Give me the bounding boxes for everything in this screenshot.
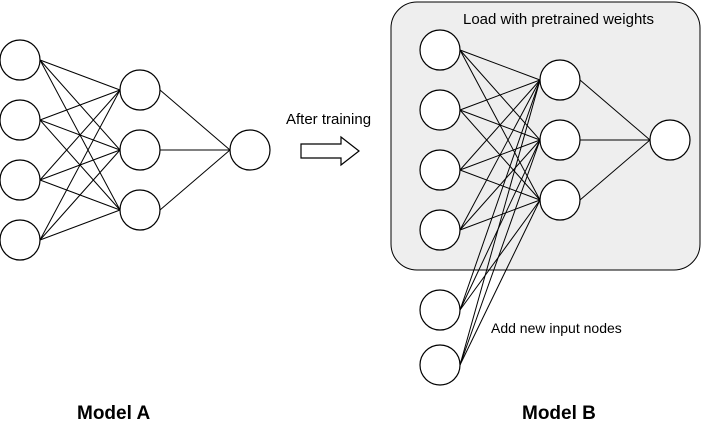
model-b-hidden-output-edge-2-0 bbox=[579, 139, 651, 201]
model-a-output-node bbox=[229, 129, 271, 171]
model-b-new-input-hidden-edge-1-2 bbox=[459, 199, 541, 366]
model-b-input-hidden-edge-3-0 bbox=[459, 79, 541, 231]
model-b-input-node bbox=[419, 29, 461, 71]
model-a-input-hidden-edge-1-0 bbox=[39, 89, 121, 121]
model-b-input-node bbox=[419, 149, 461, 191]
nodes-layer bbox=[0, 29, 691, 386]
edges-layer bbox=[39, 49, 651, 366]
model-a-input-node bbox=[0, 159, 41, 201]
model-b-input-hidden-edge-1-0 bbox=[459, 79, 541, 111]
model-b-new-input-hidden-edge-1-1 bbox=[459, 139, 541, 366]
model-b-hidden-node bbox=[539, 179, 581, 221]
model-a-title: Model A bbox=[77, 403, 150, 424]
model-a-input-hidden-edge-0-0 bbox=[39, 59, 121, 91]
model-b-input-hidden-edge-3-2 bbox=[459, 199, 541, 231]
model-a-input-node bbox=[0, 99, 41, 141]
new-input-nodes-label: Add new input nodes bbox=[491, 320, 622, 336]
model-b-input-node bbox=[419, 209, 461, 251]
model-b-input-hidden-edge-2-0 bbox=[459, 79, 541, 171]
model-a-hidden-node bbox=[119, 129, 161, 171]
model-a-hidden-node bbox=[119, 69, 161, 111]
model-b-hidden-node bbox=[539, 59, 581, 101]
model-b-new-input-hidden-edge-0-1 bbox=[459, 139, 541, 311]
model-a-input-hidden-edge-3-1 bbox=[39, 149, 121, 241]
model-b-new-input-node bbox=[419, 289, 461, 331]
model-b-new-input-node bbox=[419, 344, 461, 386]
right-arrow-icon bbox=[300, 135, 360, 167]
model-b-hidden-node bbox=[539, 119, 581, 161]
model-b-input-node bbox=[419, 89, 461, 131]
model-b-input-hidden-edge-0-0 bbox=[459, 49, 541, 81]
model-b-hidden-output-edge-0-0 bbox=[579, 79, 651, 141]
model-a-input-hidden-edge-3-0 bbox=[39, 89, 121, 241]
model-b-new-input-hidden-edge-0-0 bbox=[459, 79, 541, 311]
model-b-title: Model B bbox=[522, 403, 596, 424]
model-a-input-hidden-edge-2-0 bbox=[39, 89, 121, 181]
model-a-hidden-output-edge-0-0 bbox=[159, 89, 231, 151]
pretrained-weights-label: Load with pretrained weights bbox=[463, 11, 654, 28]
model-a-input-hidden-edge-3-2 bbox=[39, 209, 121, 241]
model-a-input-node bbox=[0, 219, 41, 261]
model-a-hidden-output-edge-2-0 bbox=[159, 149, 231, 211]
model-b-input-hidden-edge-3-1 bbox=[459, 139, 541, 231]
model-a-input-node bbox=[0, 39, 41, 81]
model-b-output-node bbox=[649, 119, 691, 161]
model-a-hidden-node bbox=[119, 189, 161, 231]
model-b-new-input-hidden-edge-1-0 bbox=[459, 79, 541, 366]
model-b-new-input-hidden-edge-0-2 bbox=[459, 199, 541, 311]
after-training-label: After training bbox=[286, 111, 371, 128]
